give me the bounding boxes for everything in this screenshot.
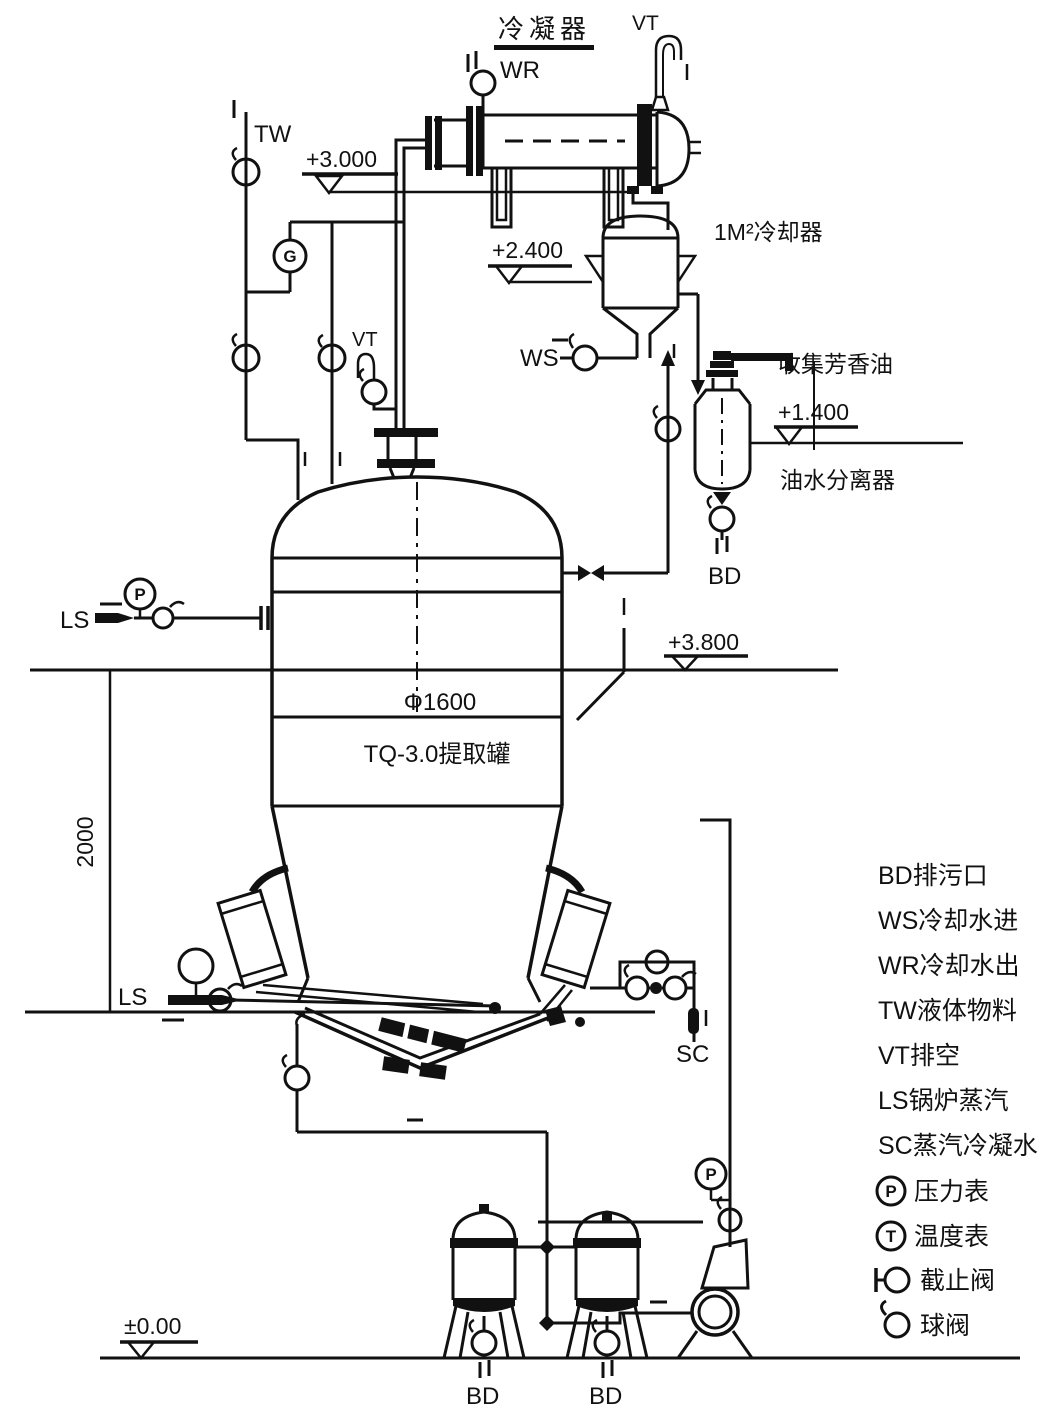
trap-valve-1-icon [623,963,650,1001]
bd-filter1-label: BD [466,1383,499,1410]
legend: BD排污口 WS冷却水进 WR冷却水出 TW液体物料 VT排空 LS锅炉蒸汽 S… [874,862,1038,1340]
elevation-2400-label: +2.400 [492,237,563,263]
ws-valve-icon [568,332,599,372]
cooler [583,214,705,395]
vapor-line [394,138,425,428]
elevation-marker-1400: +1.400 [750,399,963,447]
filter-1: BD [442,1204,526,1410]
ls-upper-valve-icon [151,600,185,630]
separator-label: 油水分离器 [780,467,895,493]
steam-trap-icon [650,982,662,994]
vt-vent-icon [650,34,689,112]
legend-item-sc: SC蒸汽冷凝水 [878,1132,1038,1160]
p-upper-label: P [134,585,145,604]
legend-item-ls: LS锅炉蒸汽 [878,1087,1009,1115]
legend-globe-valve-icon [874,1266,911,1294]
extraction-tank: Φ1600 TQ-3.0提取罐 [216,428,612,1080]
vt-branch: VT [352,329,396,411]
tank-name-label: TQ-3.0提取罐 [364,741,511,768]
vt-top-label: VT [632,12,659,35]
p-pump-label: P [705,1165,716,1184]
sight-glass-loop: G [246,220,404,484]
tw-feed-line: TW [231,100,300,500]
steam-trap-assembly: SC [590,949,709,1068]
pump [640,1238,754,1359]
oil-collect-spout [731,353,793,371]
wr-label: WR [500,57,540,84]
legend-item-bd: BD排污口 [878,862,988,890]
ls-upper-assembly: LS P [60,577,270,634]
tw-label: TW [254,121,292,148]
legend-item-ball-valve: 球阀 [920,1312,970,1340]
tank-diameter-label: Φ1600 [404,689,477,716]
filter-manifolds [515,1220,703,1331]
collect-oil-label: 收集芳香油 [778,351,893,377]
sc-label: SC [676,1041,709,1068]
side-heater-left [216,864,501,1014]
elevation-marker-3800: +3.800 [664,629,748,672]
wr-valve-icon [466,51,497,115]
legend-item-tw: TW液体物料 [878,997,1017,1025]
legend-item-pressure: 压力表 [914,1178,989,1206]
legend-pressure-gauge-icon: P [875,1175,907,1207]
elevation-marker-2400: +2.400 [488,237,592,286]
elevation-3000-label: +3.000 [306,146,377,172]
tw-valve-upper-icon [231,146,261,187]
ls-upper-label: LS [60,607,89,634]
condenser: 冷凝器 WR [425,12,701,230]
pump-inlet-valve-icon [716,1195,743,1233]
vt-mid-label: VT [352,329,378,351]
pressure-gauge-pump-icon [694,1157,730,1202]
floor-drain-line [575,598,626,722]
elevation-marker-3000: +3.000 [302,146,637,196]
condenser-title: 冷凝器 [498,14,591,44]
bd-separator-label: BD [708,563,741,590]
tw-valve-lower-icon [231,332,261,373]
pump-riser: P [694,818,743,1247]
elevation-marker-0: ±0.00 [120,1313,198,1360]
trap-valve-2-icon [662,970,697,1001]
separator-return-line [562,350,682,581]
cooler-label: 1M²冷却器 [714,219,823,245]
legend-item-temperature: 温度表 [914,1223,989,1251]
gauge-lower-icon [177,947,215,1000]
height-dimension: 2000 [72,816,98,867]
tank-discharge-line [281,1024,549,1323]
bypass-valve-icon [644,949,670,975]
legend-temperature-gauge-icon: T [875,1220,907,1252]
legend-item-wr: WR冷却水出 [878,952,1020,980]
side-heater-right [539,864,612,1027]
elevation-0-label: ±0.00 [124,1313,181,1339]
ws-label: WS [520,345,559,372]
elevation-3800-label: +3.800 [668,629,739,655]
legend-item-ws: WS冷却水进 [878,907,1018,935]
sight-glass-label: G [283,247,296,266]
gauge-line-valve-icon [317,333,347,373]
floor-lines [25,668,1020,1360]
ls-lower-label: LS [118,984,147,1011]
svg-text:T: T [886,1227,897,1246]
filter-2: BD [565,1210,649,1410]
oil-water-separator [693,351,815,554]
bd-filter2-label: BD [589,1383,622,1410]
ls-lower-assembly: LS [118,947,498,1022]
discharge-door [294,977,566,1080]
ws-inlet: WS [520,332,637,372]
legend-item-vt: VT排空 [878,1042,960,1070]
svg-text:P: P [885,1182,896,1201]
return-valve-icon [652,404,682,443]
legend-ball-valve-icon [880,1299,911,1339]
legend-item-globe-valve: 截止阀 [920,1267,995,1295]
